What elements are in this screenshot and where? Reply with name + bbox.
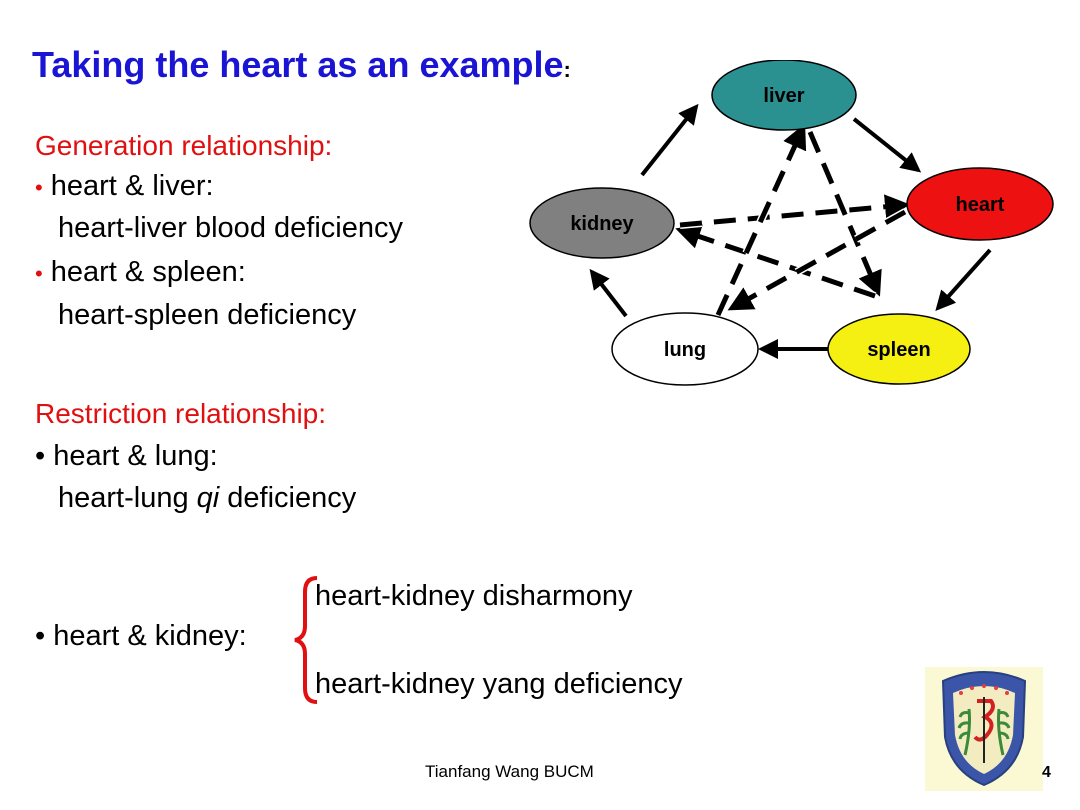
node-liver: liver	[711, 60, 857, 131]
generation-heading: Generation relationship:	[35, 130, 333, 161]
bucm-logo	[925, 667, 1043, 791]
restriction-item-lung-detail: heart-lung qi deficiency	[58, 482, 357, 514]
page-number: 4	[1042, 764, 1051, 781]
generation-item-spleen-detail: heart-spleen deficiency	[58, 299, 357, 331]
five-element-diagram: liver heart spleen lung kidney	[529, 60, 1054, 386]
generation-item-spleen: • heart & spleen:	[35, 256, 246, 288]
bullet-icon: •	[35, 175, 43, 200]
kidney-option-disharmony: heart-kidney disharmony	[315, 580, 633, 612]
bucm-shield-icon	[941, 671, 1027, 787]
node-lung: lung	[611, 312, 759, 386]
bullet-icon: •	[35, 261, 43, 286]
arrow-liver-heart	[852, 117, 922, 173]
node-spleen-label: spleen	[867, 339, 930, 361]
arrow-lung-kidney	[589, 268, 628, 318]
generation-arrows	[589, 103, 992, 359]
kidney-option-yang-deficiency: heart-kidney yang deficiency	[315, 668, 683, 700]
node-spleen: spleen	[827, 313, 971, 385]
generation-item-liver: • heart & liver:	[35, 170, 214, 202]
arrow-heart-spleen	[935, 248, 992, 311]
generation-item-liver-detail: heart-liver blood deficiency	[58, 212, 403, 244]
restriction-item-lung: • heart & lung:	[35, 440, 218, 472]
node-lung-label: lung	[664, 339, 706, 361]
node-liver-label: liver	[763, 85, 804, 107]
node-heart: heart	[906, 167, 1054, 241]
arrow-kidney-liver	[640, 103, 699, 177]
brace-icon	[294, 576, 318, 704]
node-kidney-label: kidney	[570, 213, 634, 235]
restriction-arrows	[675, 123, 910, 317]
restriction-heading: Restriction relationship:	[35, 398, 327, 429]
restriction-item-kidney: • heart & kidney:	[35, 620, 247, 652]
node-kidney: kidney	[529, 187, 675, 259]
title-colon: :	[563, 57, 571, 82]
node-heart-label: heart	[956, 194, 1005, 216]
footer-author: Tianfang Wang BUCM	[425, 762, 594, 781]
slide-title: Taking the heart as an example:	[32, 44, 571, 85]
